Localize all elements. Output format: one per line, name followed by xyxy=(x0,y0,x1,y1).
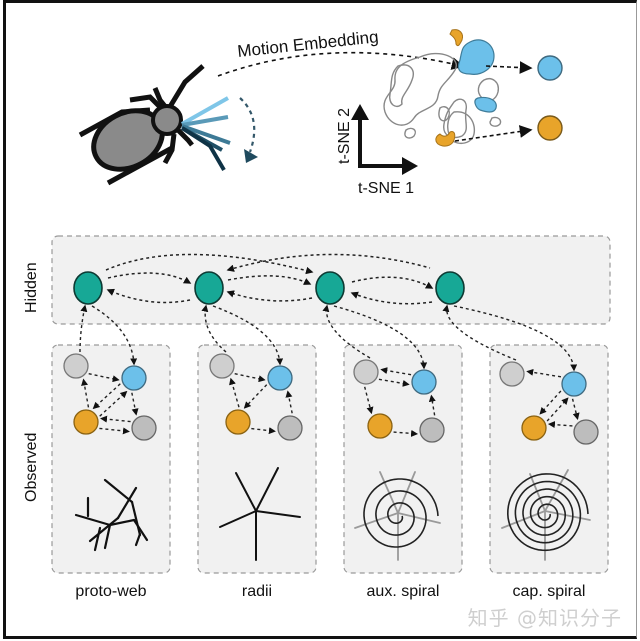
tsne-y-axis-arrow-icon xyxy=(351,104,369,120)
hidden-edges xyxy=(105,253,434,305)
observed-panel-cap-spiral: cap. spiral xyxy=(489,344,609,600)
observed-edge xyxy=(547,421,573,429)
tsne-x-axis-arrow-icon xyxy=(402,157,418,175)
observed-node-g1 xyxy=(499,361,525,387)
observed-edge xyxy=(285,390,293,414)
observed-edge xyxy=(546,397,569,422)
observed-node-o xyxy=(73,409,99,435)
hidden-nodes xyxy=(73,271,465,305)
observed-edge xyxy=(363,386,374,415)
observed-edge xyxy=(393,429,419,437)
figure-frame xyxy=(3,0,637,639)
observed-edge xyxy=(378,378,410,387)
observed-edge xyxy=(99,390,128,417)
observed-panel-box xyxy=(51,344,171,574)
observed-row-label: Observed xyxy=(23,433,40,502)
observed-panel-aux-spiral: aux. spiral xyxy=(343,344,463,600)
observed-edge xyxy=(88,373,120,383)
observed-edge xyxy=(92,383,121,410)
observed-node-g2 xyxy=(277,415,303,441)
tsne-cluster-orange-top xyxy=(449,29,463,47)
spider-head xyxy=(151,104,183,136)
observed-edge xyxy=(243,384,268,409)
tsne-arrow-orange xyxy=(454,125,533,142)
spider-illustration xyxy=(78,64,258,186)
observed-node-b xyxy=(411,369,437,395)
hidden-node xyxy=(315,271,345,305)
watermark: 知乎 @知识分子 xyxy=(467,606,622,630)
observed-edge xyxy=(100,415,131,423)
tsne-node-orange xyxy=(537,115,563,141)
motion-arc xyxy=(239,97,256,153)
observed-node-g2 xyxy=(419,417,445,443)
hidden-node xyxy=(435,271,465,305)
observed-panel-label: radii xyxy=(242,583,272,600)
tsne-embedding xyxy=(383,29,502,147)
observed-edge xyxy=(131,392,139,416)
web-drawings xyxy=(74,467,591,561)
cap-spiral-drawing xyxy=(501,469,591,561)
tsne-y-label: t-SNE 2 xyxy=(336,108,353,164)
observed-panel-label: cap. spiral xyxy=(513,583,586,600)
observed-panels: proto-web radii aux. spiral cap. spiral xyxy=(51,344,609,600)
tsne-node-blue xyxy=(537,55,563,81)
observed-node-g2 xyxy=(573,419,599,445)
observed-panel-label: proto-web xyxy=(75,583,146,600)
embedding-label: Motion Embedding xyxy=(236,27,379,61)
radii-drawing xyxy=(219,467,301,561)
tsne-arrow-blue xyxy=(485,61,533,74)
observed-edge xyxy=(539,390,562,415)
observed-node-o xyxy=(225,409,251,435)
observed-node-o xyxy=(367,413,393,439)
observed-panel-radii: radii xyxy=(197,344,317,600)
observed-edge xyxy=(380,367,412,376)
tsne-clusters-outline xyxy=(383,52,502,145)
tsne-axes: t-SNE 1 t-SNE 2 xyxy=(336,104,418,197)
leg-motion-trails xyxy=(180,96,231,172)
tsne-cluster-orange-bottom xyxy=(435,131,456,147)
observed-node-o xyxy=(521,415,547,441)
hidden-node xyxy=(73,271,103,305)
observed-node-b xyxy=(267,365,293,391)
observed-edge xyxy=(251,427,276,435)
tsne-x-label: t-SNE 1 xyxy=(358,180,414,197)
proto-web-drawing xyxy=(74,478,149,552)
observed-node-g1 xyxy=(209,353,235,379)
observed-edge xyxy=(234,373,266,383)
observed-edge xyxy=(99,427,130,435)
observed-panel-label: aux. spiral xyxy=(367,583,440,600)
observed-edge xyxy=(81,378,90,408)
observed-node-g1 xyxy=(63,353,89,379)
motion-arrowhead-icon xyxy=(244,149,258,163)
hidden-row-label: Hidden xyxy=(23,262,40,313)
observed-panel-box xyxy=(489,344,609,574)
observed-node-g1 xyxy=(353,359,379,385)
observed-node-b xyxy=(561,371,587,397)
hidden-observed-connectors xyxy=(79,304,578,372)
observed-edge xyxy=(229,377,240,408)
tsne-cluster-blue-small xyxy=(474,96,497,113)
observed-panel-proto-web: proto-web xyxy=(51,344,171,600)
hidden-node xyxy=(194,271,224,305)
aux-spiral-drawing xyxy=(354,471,441,561)
observed-node-b xyxy=(121,365,147,391)
tsne-cluster-blue-large xyxy=(457,39,495,75)
observed-node-g2 xyxy=(131,415,157,441)
